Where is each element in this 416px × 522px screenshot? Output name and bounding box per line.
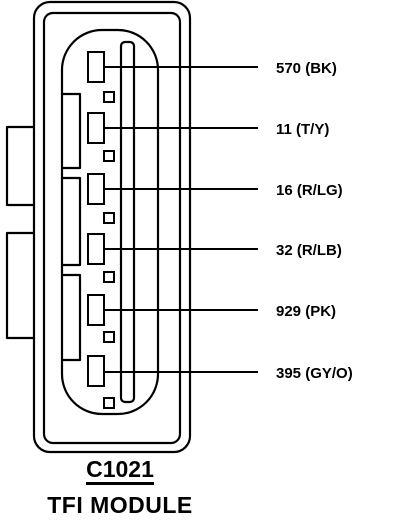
latch-block (103, 271, 115, 283)
connector-id-caption: C1021 (0, 456, 240, 485)
terminal-2 (87, 112, 105, 144)
pin-label-4: 32 (R/LB) (276, 242, 342, 259)
pin-label-2: 11 (T/Y) (276, 121, 329, 138)
connector-name: TFI MODULE (47, 492, 193, 518)
latch-block (103, 212, 115, 224)
pin-label-1: 570 (BK) (276, 60, 337, 77)
terminal-6 (87, 355, 105, 387)
pin-label-5: 929 (PK) (276, 303, 336, 320)
latch-block (103, 397, 115, 409)
pin-label-3: 16 (R/LG) (276, 182, 343, 199)
connector-id: C1021 (86, 456, 154, 485)
cavity-rib-left (62, 92, 82, 362)
pin-cavity (60, 28, 160, 416)
latch-block (103, 150, 115, 162)
connector-housing-outer (32, 0, 192, 454)
keyway-slot (119, 40, 136, 404)
locking-tab-lower (5, 231, 35, 340)
connector-housing-inner (42, 11, 182, 445)
pin-label-6: 395 (GY/O) (276, 365, 353, 382)
terminal-5 (87, 294, 105, 326)
latch-block (103, 331, 115, 343)
terminal-1 (87, 51, 105, 83)
latch-block (103, 91, 115, 103)
terminal-3 (87, 173, 105, 205)
terminal-4 (87, 233, 105, 265)
locking-tab-upper (5, 125, 35, 207)
